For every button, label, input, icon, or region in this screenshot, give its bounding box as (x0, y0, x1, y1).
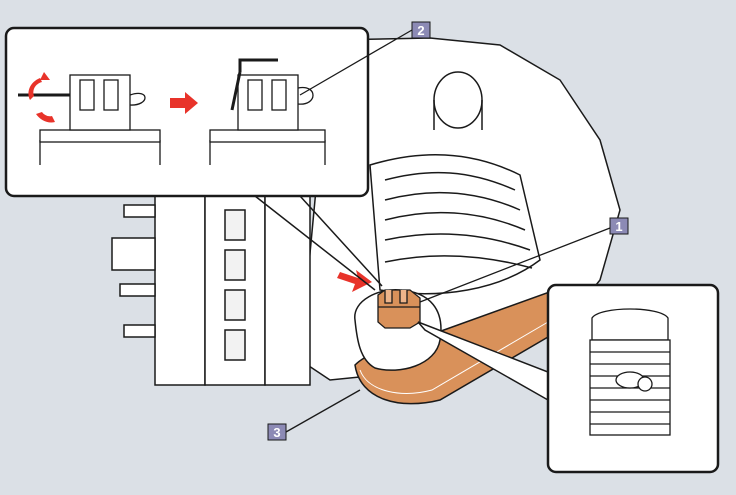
callout-leaders (285, 29, 611, 433)
step-1-before (18, 74, 161, 165)
brake-disc (154, 189, 311, 386)
inset-cotter-pin-steps (4, 26, 383, 291)
rotate-arrows-icon (28, 72, 55, 123)
wheel-studs (111, 204, 156, 338)
callout-badge-1: 1 (609, 217, 629, 235)
inset-stud-detail (417, 283, 720, 474)
right-arrow-icon (337, 270, 372, 292)
right-arrow-icon (170, 92, 198, 114)
callout-badge-2: 2 (411, 21, 431, 39)
strut-mount (433, 71, 483, 130)
callout-label-3: 3 (273, 425, 280, 440)
cv-boot (369, 154, 541, 295)
callout-label-2: 2 (417, 23, 424, 38)
step-2-after (209, 58, 326, 165)
castle-nut (377, 289, 421, 329)
callout-badge-3: 3 (267, 423, 287, 441)
callout-label-1: 1 (615, 219, 622, 234)
